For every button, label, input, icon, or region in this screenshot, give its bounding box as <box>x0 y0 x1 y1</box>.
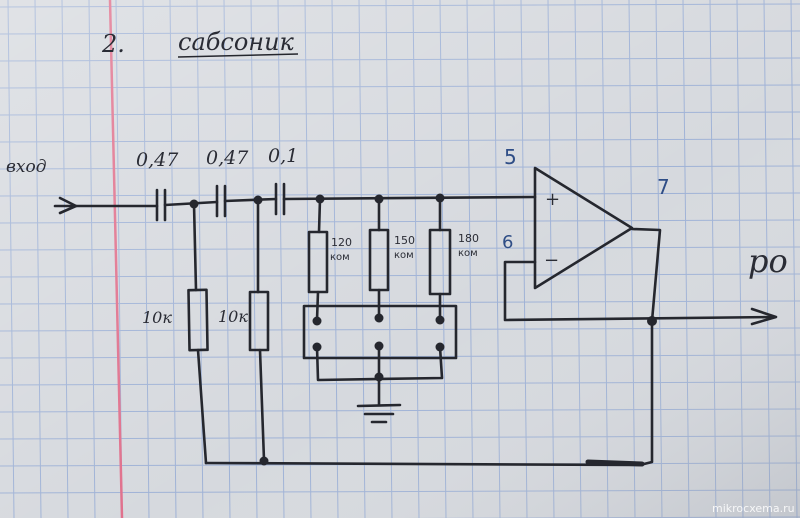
heading-title: сабсоник <box>178 28 295 56</box>
bank-resistor-value-2: 150 <box>394 234 415 247</box>
opamp-plus-sign: + <box>545 189 560 210</box>
resistor-left-label-1: 10к <box>142 308 172 327</box>
capacitor-label-1: 0,47 <box>136 149 179 171</box>
pin-label-plus: 5 <box>504 145 517 169</box>
bank-resistor-2 <box>368 228 390 292</box>
resistor-left-2 <box>248 290 270 352</box>
resistor-left-label-2: 10к <box>218 307 248 326</box>
bottom-rail-thick <box>585 459 645 467</box>
bank-resistor-value-1: 120 <box>331 236 352 249</box>
pin-label-output: 7 <box>657 175 670 199</box>
bank-resistor-unit-2: ком <box>394 250 414 261</box>
resistor-left-2-wire <box>256 198 266 462</box>
capacitor-label-3: 0,1 <box>268 145 298 167</box>
output-label: ро <box>748 242 788 280</box>
opamp-triangle <box>533 166 634 290</box>
heading-underline <box>177 53 299 58</box>
signal-wire-b <box>223 197 278 203</box>
resistor-left-1 <box>187 288 209 352</box>
pin-label-minus: 6 <box>502 232 513 253</box>
ground-icon <box>356 403 402 424</box>
signal-wire-c <box>282 195 537 201</box>
resistor-left-1-wire <box>192 202 208 465</box>
output-arrow-icon <box>750 307 778 326</box>
bank-resistor-1 <box>307 230 329 294</box>
watermark: mikrocxema.ru <box>712 502 795 515</box>
bottom-rail-wire <box>204 319 654 467</box>
opamp-minus-sign: − <box>544 250 559 271</box>
junction-dot <box>259 456 269 466</box>
input-label: вход <box>6 157 47 177</box>
junction-dot <box>374 372 384 382</box>
capacitor-label-2: 0,47 <box>206 147 249 169</box>
switch-contact <box>435 315 445 325</box>
bank-resistor-value-3: 180 <box>458 232 479 245</box>
output-wire <box>630 227 662 323</box>
junction-dot <box>647 316 657 326</box>
bank-resistor-unit-3: ком <box>458 248 478 259</box>
heading-number: 2. <box>101 30 125 58</box>
input-arrow-icon <box>58 196 78 215</box>
feedback-wire <box>503 260 777 322</box>
bank-resistor-unit-1: ком <box>330 252 350 263</box>
bank-resistor-3 <box>428 228 452 296</box>
switch-contact <box>374 313 384 323</box>
switch-contact <box>312 316 322 326</box>
